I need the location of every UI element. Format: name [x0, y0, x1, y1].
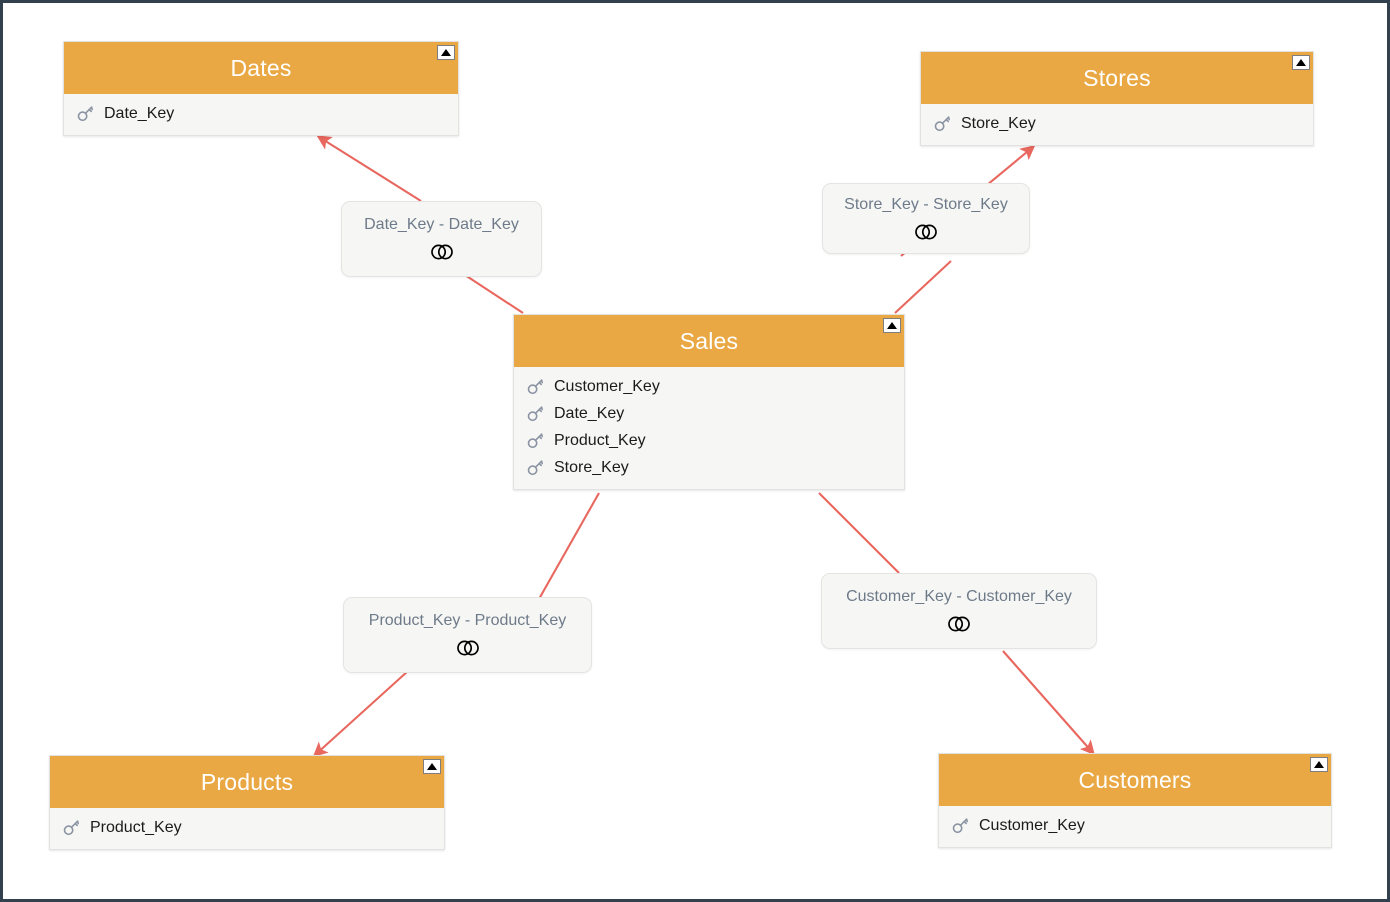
connector-date-card-to-dates [316, 135, 422, 202]
triangle-up-icon[interactable] [1292, 55, 1310, 70]
field-row[interactable]: Product_Key [514, 427, 904, 454]
table-card-stores[interactable]: Stores Store_Key [920, 51, 1314, 146]
table-title-sales: Sales [679, 327, 739, 354]
relationship-label: Product_Key - Product_Key [368, 612, 567, 629]
relationship-card-customer[interactable]: Customer_Key - Customer_Key [821, 573, 1097, 649]
inner-join-venn-icon[interactable] [913, 223, 939, 241]
field-row[interactable]: Product_Key [50, 814, 444, 841]
triangle-up-icon[interactable] [423, 759, 441, 774]
triangle-up-icon[interactable] [437, 45, 455, 60]
field-row[interactable]: Customer_Key [939, 812, 1331, 839]
key-icon [77, 106, 93, 122]
field-name: Customer_Key [554, 377, 660, 395]
field-row[interactable]: Store_Key [514, 454, 904, 481]
table-body-customers: Customer_Key [939, 806, 1331, 847]
field-name: Date_Key [554, 404, 625, 422]
relationship-label: Customer_Key - Customer_Key [846, 588, 1072, 605]
field-name: Product_Key [90, 818, 182, 836]
key-icon [934, 116, 950, 132]
connector-customer-card-to-customers [1002, 650, 1095, 756]
table-body-products: Product_Key [50, 808, 444, 849]
connector-sales-to-store-card [894, 260, 952, 314]
connector-sales-to-product-card [538, 492, 600, 600]
key-icon [527, 406, 543, 422]
table-card-sales[interactable]: Sales Customer_Key [513, 314, 905, 490]
field-name: Product_Key [554, 431, 646, 449]
field-row[interactable]: Store_Key [921, 110, 1313, 137]
key-icon [527, 460, 543, 476]
field-row[interactable]: Date_Key [64, 100, 458, 127]
relationship-card-product[interactable]: Product_Key - Product_Key [343, 597, 592, 673]
table-title-dates: Dates [230, 54, 292, 81]
inner-join-venn-icon[interactable] [946, 615, 972, 633]
table-card-dates[interactable]: Dates Date_Key [63, 41, 459, 136]
table-header-customers: Customers [939, 754, 1331, 806]
relationship-label: Date_Key - Date_Key [364, 216, 519, 233]
field-name: Date_Key [104, 104, 175, 122]
field-name: Store_Key [554, 458, 629, 476]
key-icon [952, 818, 968, 834]
table-card-products[interactable]: Products Product_Key [49, 755, 445, 850]
table-header-products: Products [50, 756, 444, 808]
inner-join-venn-icon[interactable] [455, 639, 481, 657]
table-title-stores: Stores [1083, 64, 1151, 91]
table-header-dates: Dates [64, 42, 458, 94]
table-body-dates: Date_Key [64, 94, 458, 135]
table-title-products: Products [200, 768, 294, 795]
key-icon [527, 433, 543, 449]
field-name: Customer_Key [979, 816, 1085, 834]
field-row[interactable]: Customer_Key [514, 373, 904, 400]
connector-product-card-to-products [312, 670, 409, 757]
relationship-card-store[interactable]: Store_Key - Store_Key [822, 183, 1030, 254]
connector-sales-to-date-card [464, 274, 524, 314]
key-icon [527, 379, 543, 395]
connector-sales-to-customer-card [818, 492, 900, 574]
table-body-stores: Store_Key [921, 104, 1313, 145]
relationship-label: Store_Key - Store_Key [844, 195, 1008, 213]
triangle-up-icon[interactable] [883, 318, 901, 333]
field-name: Store_Key [961, 114, 1036, 132]
triangle-up-icon[interactable] [1310, 757, 1328, 772]
key-icon [63, 820, 79, 836]
relationship-card-date[interactable]: Date_Key - Date_Key [341, 201, 542, 277]
table-header-stores: Stores [921, 52, 1313, 104]
table-card-customers[interactable]: Customers Customer_Key [938, 753, 1332, 848]
table-header-sales: Sales [514, 315, 904, 367]
table-body-sales: Customer_Key Date_Key Product_Ke [514, 367, 904, 489]
inner-join-venn-icon[interactable] [429, 243, 455, 261]
table-title-customers: Customers [1078, 766, 1192, 793]
field-row[interactable]: Date_Key [514, 400, 904, 427]
